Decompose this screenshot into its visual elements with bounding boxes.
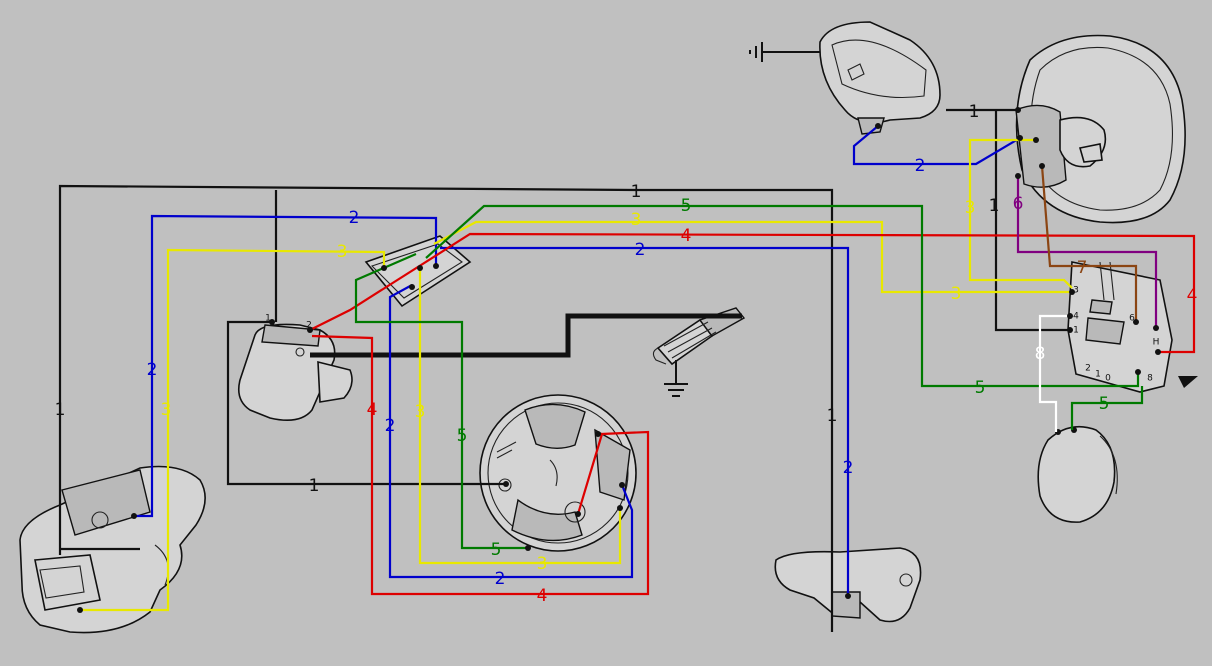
reg-terminal-1-mark: 1	[1073, 326, 1079, 336]
wire-6-label: 6	[1013, 194, 1024, 214]
wire-8	[1038, 314, 1070, 432]
wire-1-label: 1	[631, 182, 642, 202]
wire-1-label: 1	[969, 102, 980, 122]
regulator-ground-arrow	[1178, 376, 1198, 388]
wire-7-label: 7	[1077, 258, 1088, 278]
wire-4-label: 4	[1187, 286, 1198, 306]
headlight	[1015, 34, 1186, 224]
wire-2-label: 2	[349, 208, 360, 228]
wire-3-label: 3	[965, 198, 976, 218]
wire-4-label: 4	[681, 226, 692, 246]
wire-4	[309, 232, 1196, 596]
wire-2-label: 2	[385, 416, 396, 436]
wire-1-label: 1	[989, 196, 1000, 216]
wire-1	[58, 108, 1070, 632]
wire-5-label: 5	[457, 426, 468, 446]
wire-3-label: 3	[631, 210, 642, 230]
speedometer	[819, 21, 941, 135]
coil-terminal-1-mark: 1	[265, 314, 271, 324]
terminal-dots	[77, 107, 1161, 613]
ignition-coil: 1 2	[237, 314, 353, 421]
wire-2-label: 2	[843, 458, 854, 478]
wire-2-label: 2	[495, 569, 506, 589]
reg-terminal-4-mark: 4	[1073, 312, 1079, 322]
wire-labels: 1 1 1 1 1 1 2 2 2 2 2 2 2 3 3 3 3 3 3 3 …	[55, 102, 1198, 606]
wire-4-label: 4	[367, 400, 378, 420]
wire-2	[134, 125, 1021, 596]
junction-block	[364, 235, 472, 308]
reg-terminal-h-mark: H	[1153, 338, 1160, 348]
wire-3	[80, 138, 1073, 612]
ground-symbol	[749, 42, 820, 62]
wire-2-label: 2	[147, 360, 158, 380]
reg-terminal-1b-mark: 1	[1095, 370, 1101, 380]
wire-5	[354, 204, 1144, 550]
reg-terminal-6-mark: 6	[1129, 314, 1135, 324]
wire-1-label: 1	[55, 400, 66, 420]
wire-5-label: 5	[975, 378, 986, 398]
wire-8-label: 8	[1035, 344, 1046, 364]
wire-5-label: 5	[681, 196, 692, 216]
regulator-box: 3 4 1 6 H 2 1 0 8	[1067, 261, 1198, 393]
flywheel-magneto	[479, 394, 637, 552]
horn	[1037, 425, 1118, 523]
wire-3-label: 3	[415, 402, 426, 422]
wire-1-label: 1	[309, 476, 320, 496]
reg-terminal-2-mark: 2	[1085, 364, 1091, 374]
wire-5-label: 5	[491, 540, 502, 560]
wire-5-label: 5	[1099, 394, 1110, 414]
wire-7	[1040, 165, 1138, 322]
ht-lead	[310, 313, 742, 358]
wire-3-label: 3	[337, 242, 348, 262]
wire-3-label: 3	[951, 284, 962, 304]
reg-terminal-0-mark: 0	[1105, 374, 1111, 384]
wire-3-label: 3	[161, 400, 172, 420]
reg-terminal-8-mark: 8	[1147, 374, 1153, 384]
reg-terminal-3-mark: 3	[1073, 286, 1079, 296]
wire-4-label: 4	[537, 586, 548, 606]
wire-3-label: 3	[537, 554, 548, 574]
spark-ground-symbol	[664, 360, 688, 397]
wire-2-label: 2	[915, 156, 926, 176]
coil-terminal-2-mark: 2	[306, 321, 312, 331]
wire-1-label: 1	[827, 406, 838, 426]
wire-2-label: 2	[635, 240, 646, 260]
wire-6	[1016, 176, 1158, 328]
